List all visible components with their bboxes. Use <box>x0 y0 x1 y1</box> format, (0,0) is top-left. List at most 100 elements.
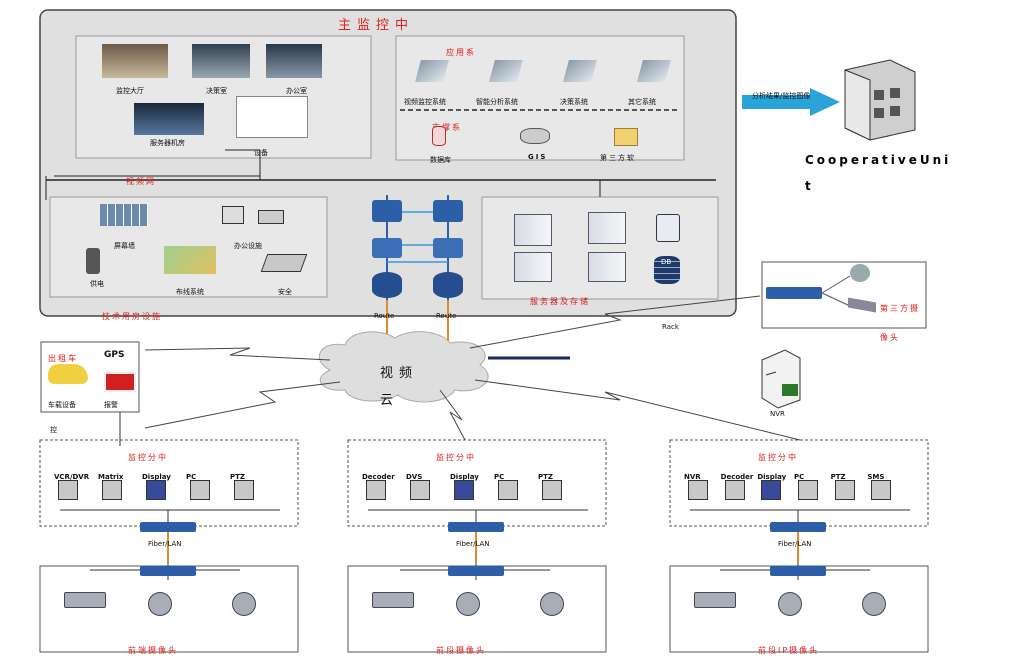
tech-item-power: 供电 <box>90 280 104 288</box>
vehicle-label: 出租车 <box>48 354 78 363</box>
device-label: DVS <box>406 473 423 481</box>
office-photo <box>266 44 322 78</box>
fiber-lan-label: Fiber/LAN <box>778 540 812 548</box>
link-branch-1 <box>144 381 341 429</box>
branch-switches <box>140 522 826 576</box>
device-icon <box>498 480 518 500</box>
tech-item-security: 安全 <box>278 288 292 296</box>
tech-item-office: 办公设施 <box>234 242 262 250</box>
link-third-party <box>469 295 761 349</box>
router-icon <box>433 272 463 298</box>
device-icon <box>542 480 562 500</box>
tp-link-2 <box>821 292 851 307</box>
device-label: VCR/DVR <box>54 473 90 481</box>
router-icon <box>372 200 402 222</box>
server-rack-icon <box>588 212 626 244</box>
link-mobile <box>144 347 331 361</box>
device-icon <box>454 480 474 500</box>
satellite-icon <box>637 60 671 82</box>
storage-title: 服务器及存储 <box>530 297 590 306</box>
device-label: Decoder <box>362 473 395 481</box>
dome-camera-icon <box>540 592 564 616</box>
printer-icon <box>222 206 244 224</box>
device-icon <box>102 480 122 500</box>
tech-room-title: 技术用房设施 <box>102 312 162 321</box>
fiber-lan-label: Fiber/LAN <box>148 540 182 548</box>
device-icon <box>761 480 782 500</box>
device-label: NVR <box>684 473 701 481</box>
gps-label: GPS <box>104 350 125 360</box>
equipment-sketch <box>236 96 308 138</box>
vehicle-sub-label: 车载设备 <box>48 401 76 409</box>
dome-camera-icon <box>778 592 802 616</box>
app-item-decision: 决策系统 <box>560 98 588 106</box>
control-hall-photo <box>102 44 168 78</box>
third-party-title: 第三方摄像头 <box>880 304 920 342</box>
orange-links <box>167 530 799 562</box>
dome-camera-icon <box>232 592 256 616</box>
device-icon <box>871 480 892 500</box>
link-branch-3 <box>474 379 801 441</box>
router-icon <box>433 200 463 222</box>
server-rack-icon <box>514 252 552 282</box>
device-icon <box>58 480 78 500</box>
gis-icon <box>520 128 550 144</box>
app-system-title: 应用系 <box>446 48 476 57</box>
front-camera-title: 前端摄像头 <box>128 646 178 655</box>
branch-1-panel <box>39 439 299 527</box>
server-room-photo <box>134 103 204 135</box>
equipment-label: 设备 <box>254 149 268 157</box>
fiber-lan-label: Fiber/LAN <box>456 540 490 548</box>
front-camera-title: 前段IP摄像头 <box>758 646 820 655</box>
device-label: PTZ <box>230 473 245 481</box>
link-branch-2 <box>439 389 466 441</box>
device-icon <box>366 480 386 500</box>
dome-camera-icon <box>148 592 172 616</box>
control-label: 控 <box>50 426 57 434</box>
branch-wiring <box>60 412 910 580</box>
branch-2-panel <box>347 439 607 527</box>
device-icon <box>834 480 855 500</box>
branch-title: 监控分中 <box>436 453 476 462</box>
device-label: PTZ <box>830 473 846 481</box>
main-center-title: 主监控中 <box>338 18 415 33</box>
app-item-analysis: 智能分析系统 <box>476 98 518 106</box>
nvr-label: NVR <box>770 410 785 418</box>
storage-rack-label: Rack <box>662 323 679 331</box>
taxi-icon <box>48 364 88 384</box>
branch-title: 监控分中 <box>758 453 798 462</box>
server-rack-icon <box>588 252 626 282</box>
decision-room-photo <box>192 44 250 78</box>
device-icon <box>234 480 254 500</box>
room-label-decision: 决策室 <box>206 87 227 95</box>
storage-db-label: DB <box>661 258 672 266</box>
device-label: Display <box>757 473 787 481</box>
room-label-hall: 监控大厅 <box>116 87 144 95</box>
satellite-icon <box>415 60 449 82</box>
tech-item-screen: 屏幕墙 <box>114 242 135 250</box>
storage-disk-icon <box>656 214 680 242</box>
device-label: Matrix <box>98 473 124 481</box>
device-label: Display <box>142 473 171 481</box>
front-camera-title: 前段摄像头 <box>436 646 486 655</box>
folder-icon <box>614 128 638 146</box>
router-label-left: Route <box>374 312 395 320</box>
nvr-server-icon <box>761 349 801 409</box>
satellite-icon <box>563 60 597 82</box>
device-icon <box>190 480 210 500</box>
screen-wall-icon <box>100 204 148 226</box>
device-icon <box>798 480 818 500</box>
device-icon <box>410 480 430 500</box>
server-room-label: 服务器机房 <box>150 139 185 147</box>
dome-camera-icon <box>456 592 480 616</box>
dome-camera-icon <box>862 592 886 616</box>
power-ups-icon <box>86 248 100 274</box>
tech-item-cabling: 布线系统 <box>176 288 204 296</box>
cooperative-arrow <box>742 88 840 116</box>
device-label: PTZ <box>538 473 553 481</box>
device-icon <box>724 480 745 500</box>
network-label: 视频网 <box>126 177 156 186</box>
device-icon <box>688 480 708 500</box>
router-icon <box>372 272 402 298</box>
server-rack-icon <box>514 214 552 246</box>
